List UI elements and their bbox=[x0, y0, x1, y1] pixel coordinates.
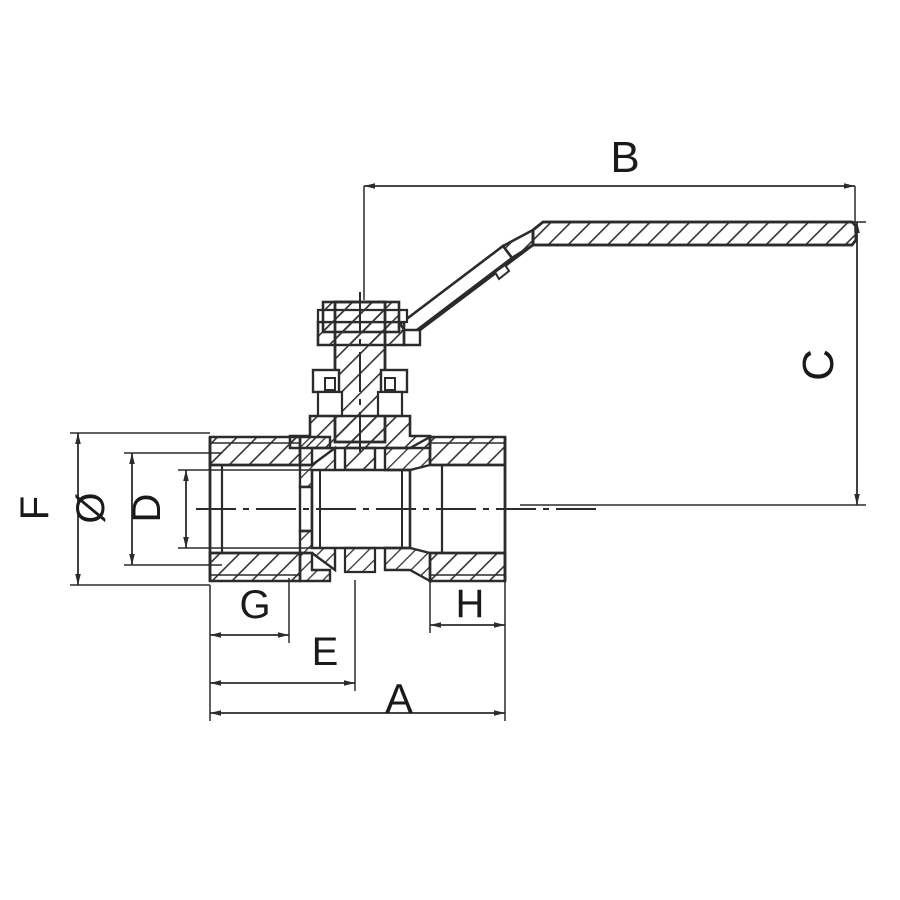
dimension-label-A: A bbox=[385, 675, 413, 722]
dimension-D bbox=[178, 469, 320, 549]
dimension-label-C: C bbox=[794, 349, 843, 381]
dimension-layer bbox=[70, 183, 866, 721]
valve-geometry bbox=[196, 220, 858, 584]
valve-body-right bbox=[428, 435, 507, 583]
dimension-H bbox=[429, 581, 506, 633]
dimension-label-H: H bbox=[456, 582, 485, 626]
dimension-label-B: B bbox=[610, 133, 639, 182]
dimension-F bbox=[70, 432, 210, 586]
dimension-C bbox=[520, 221, 866, 506]
dimension-labels: B C F Ø D G H E A bbox=[13, 133, 843, 722]
dimension-A bbox=[209, 633, 506, 721]
dimension-G bbox=[209, 578, 290, 643]
valve-ball-and-seat bbox=[298, 434, 432, 584]
dimension-label-E: E bbox=[312, 630, 339, 674]
dimension-label-F: F bbox=[13, 496, 57, 520]
dimension-label-D: D bbox=[125, 494, 169, 523]
dimension-E bbox=[210, 580, 356, 691]
dimension-label-diameter: Ø bbox=[69, 492, 113, 523]
dimension-diameter bbox=[124, 452, 222, 566]
dimension-label-G: G bbox=[239, 583, 270, 627]
